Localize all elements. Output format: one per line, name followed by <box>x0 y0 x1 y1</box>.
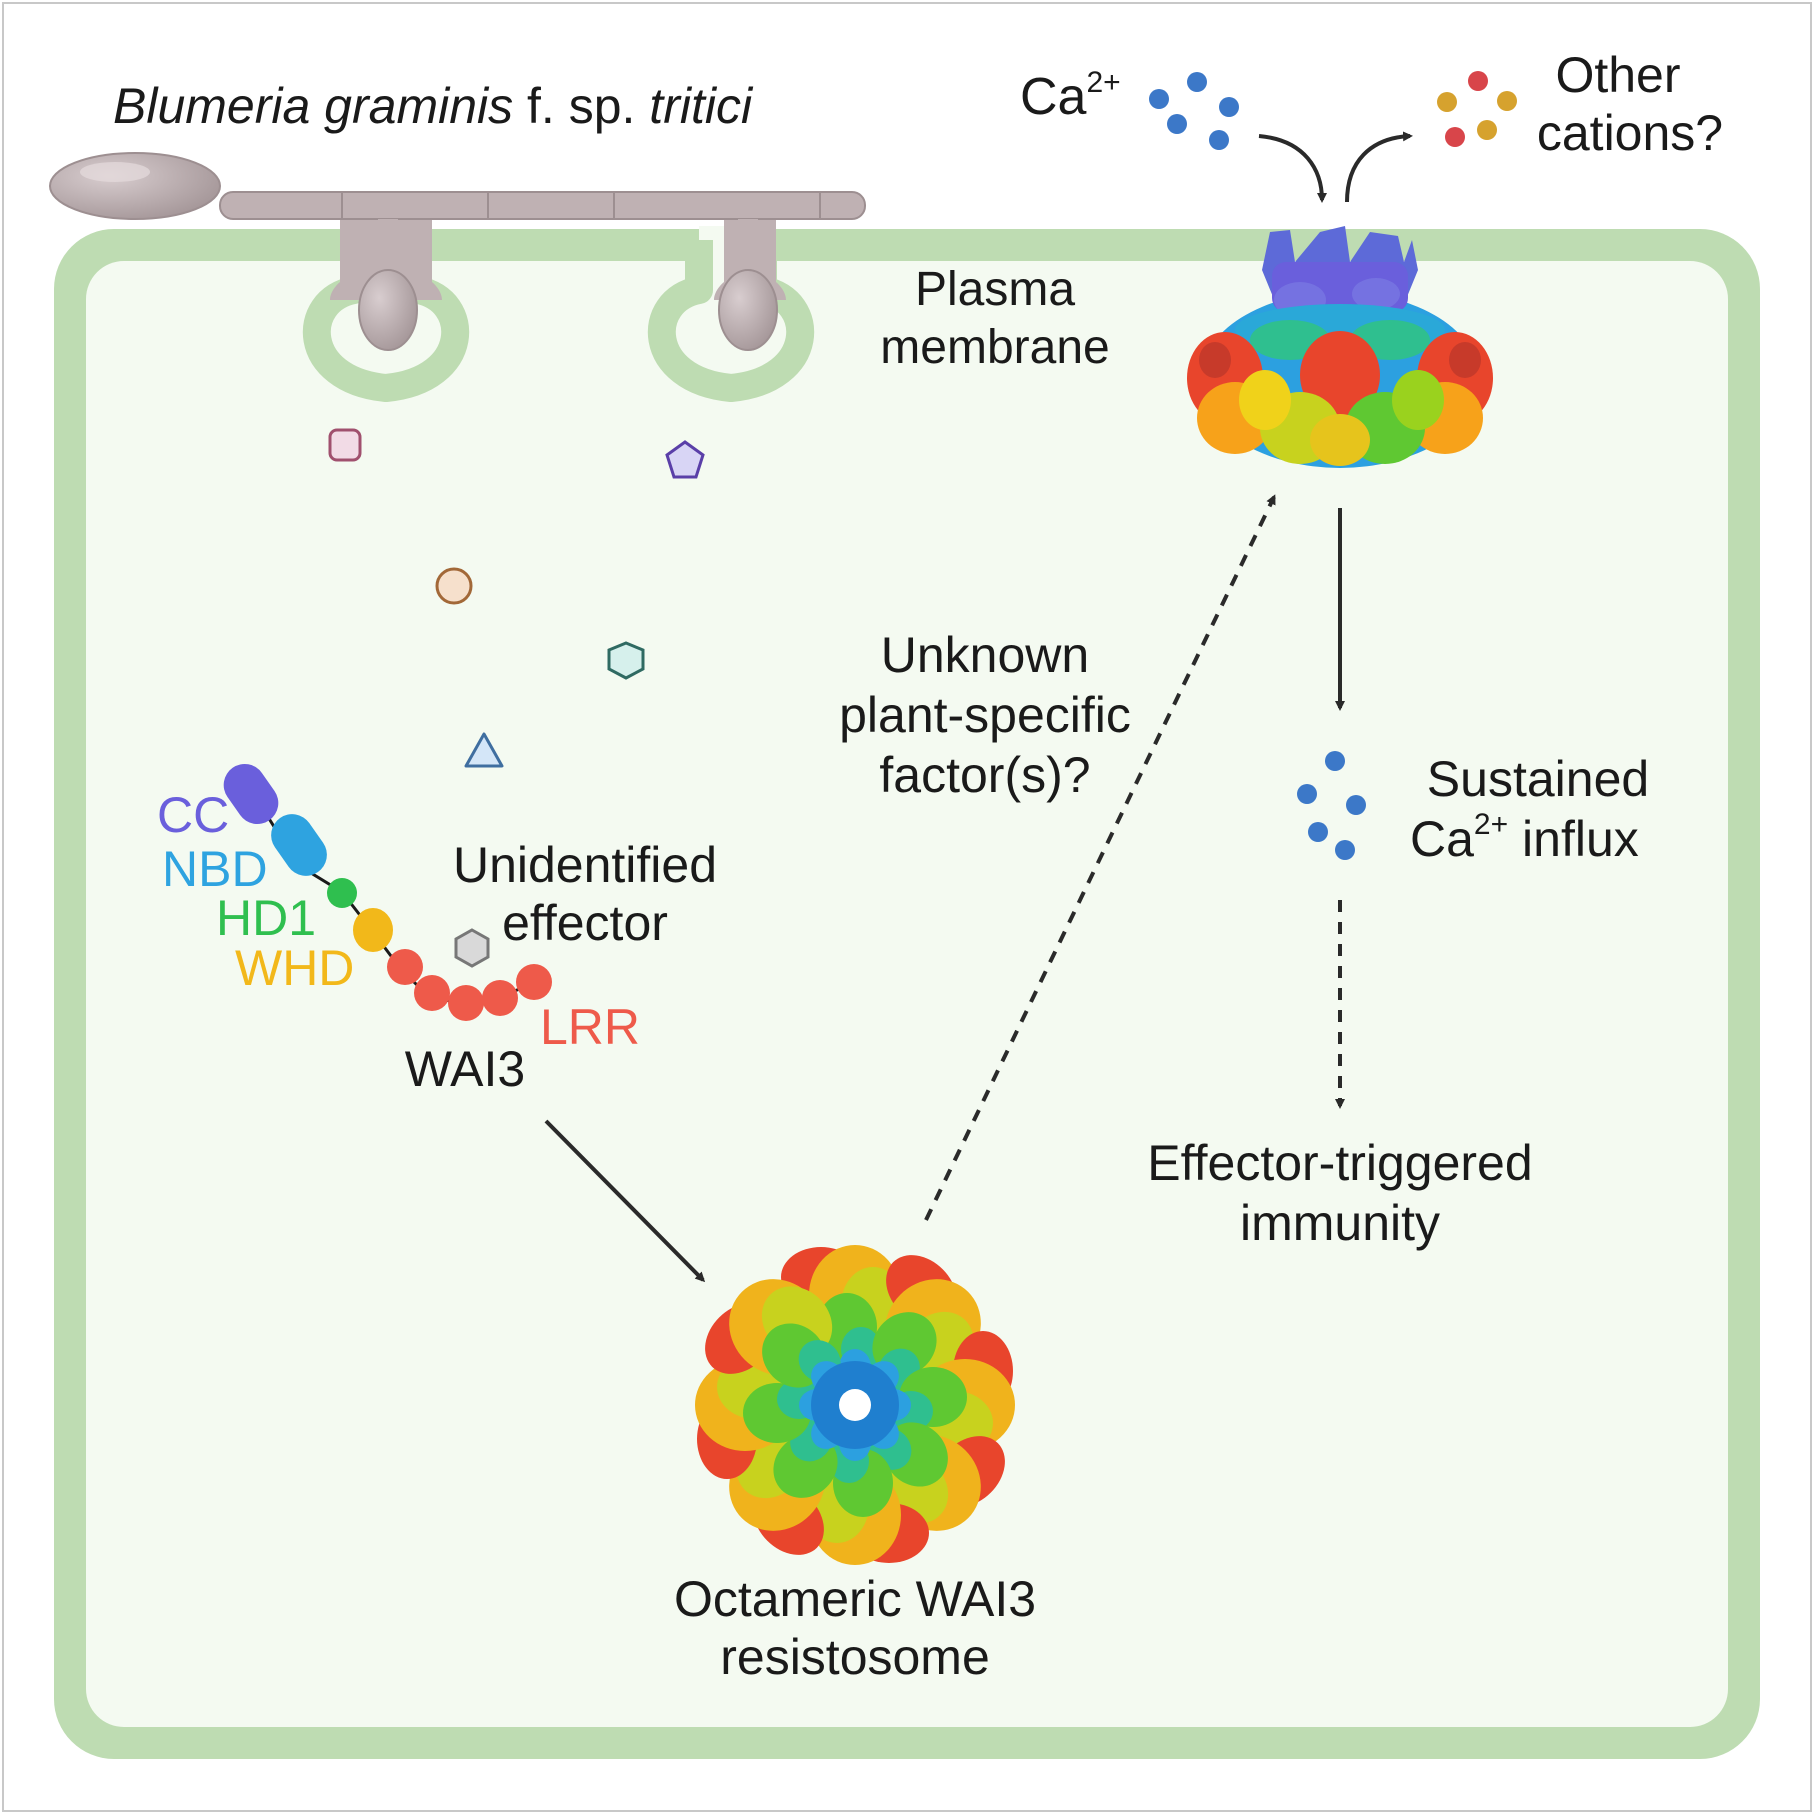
eti-label-line2: immunity <box>1240 1195 1440 1251</box>
cc-domain <box>223 763 279 825</box>
assembly-arrow <box>544 1119 706 1283</box>
effector-label-line2: effector <box>502 895 668 951</box>
circle-effector-icon <box>435 567 473 605</box>
effector-label-line1: Unidentified <box>453 837 717 893</box>
other-cations-label-line1: Other <box>1555 47 1680 103</box>
whd-domain <box>353 908 393 952</box>
unidentified-effector-icon <box>454 928 490 968</box>
plasma-membrane-label-line2: membrane <box>880 321 1109 374</box>
nbd-label: NBD <box>162 841 268 897</box>
central-pore <box>839 1389 871 1421</box>
membrane-insertion-dashed-arrow <box>924 494 1276 1221</box>
eti-label-line1: Effector-triggered <box>1147 1135 1532 1191</box>
protomer <box>864 1414 1005 1531</box>
cytoplasm <box>86 261 1728 1727</box>
resistosome-label-line2: resistosome <box>720 1629 990 1685</box>
influx-label-line1: Sustained <box>1427 751 1649 807</box>
wai3-domain-chain <box>223 763 552 1021</box>
protomer <box>705 1279 846 1396</box>
pathogen-title: Blumeria graminis f. sp. tritici <box>113 78 754 134</box>
unknown-factor-label-line1: Unknown <box>881 627 1089 683</box>
triangle-effector-icon <box>464 732 504 768</box>
other-cation-dots <box>1437 71 1517 147</box>
influx-label-line2: Ca2+ influx <box>1410 808 1639 867</box>
plasma-membrane-label-line1: Plasma <box>915 263 1075 316</box>
calcium-label: Ca2+ <box>1020 66 1121 126</box>
lrr-domain <box>387 949 552 1021</box>
pentagon-effector-icon <box>665 440 705 479</box>
cation-exit-arrow <box>1345 131 1413 203</box>
lrr-label: LRR <box>540 999 640 1055</box>
unknown-factor-label-line2: plant-specific <box>839 687 1131 743</box>
wai3-label: WAI3 <box>405 1041 525 1097</box>
resistosome-top-view <box>695 1245 1015 1565</box>
calcium-ions-outside <box>1149 72 1239 150</box>
other-cations-label-line2: cations? <box>1537 105 1723 161</box>
whd-label: WHD <box>235 940 354 996</box>
fungal-hypha <box>49 152 866 351</box>
cc-label: CC <box>157 787 229 843</box>
calcium-entry-arrow <box>1258 134 1327 203</box>
protomer <box>781 1245 905 1385</box>
calcium-ions-influx <box>1297 751 1366 860</box>
unknown-factor-label-line3: factor(s)? <box>879 747 1090 803</box>
resistosome-side-view <box>1187 226 1493 468</box>
hd1-label: HD1 <box>216 890 316 946</box>
hd1-domain <box>327 878 357 908</box>
resistosome-label-line1: Octameric WAI3 <box>674 1571 1036 1627</box>
heptagon-effector-icon <box>607 641 645 680</box>
protomer <box>875 1331 1015 1455</box>
nbd-domain <box>271 814 327 876</box>
square-effector-icon <box>328 428 362 462</box>
effector-molecules <box>328 428 705 968</box>
